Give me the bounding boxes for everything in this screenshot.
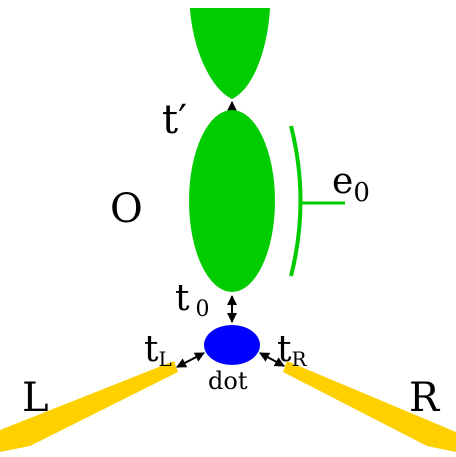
t0-sub: 0 [195,297,209,322]
large-ellipse-O [189,110,275,292]
tL-label: tL [144,329,172,371]
e0-sub: 0 [353,178,370,208]
left-lead [0,361,178,452]
e0-base: e [332,161,353,202]
tL-sub: L [158,347,171,371]
L-label: L [22,375,49,421]
tL-arrow [176,352,205,368]
tR-base: t [277,329,292,370]
top-lead-funnel [190,8,270,99]
quantum-dot [204,325,260,365]
tR-arrow [259,352,285,367]
t-prime-label: t′ [162,97,187,143]
R-label: R [409,375,441,421]
right-lead [283,361,456,452]
tR-label: tR [277,329,307,371]
e0-label: e0 [332,161,370,208]
e0-bracket [289,125,303,277]
t0-base: t [175,278,190,319]
O-label: O [110,186,143,232]
tR-sub: R [291,347,307,371]
dot-label: dot [208,367,248,395]
tL-base: t [144,329,159,370]
